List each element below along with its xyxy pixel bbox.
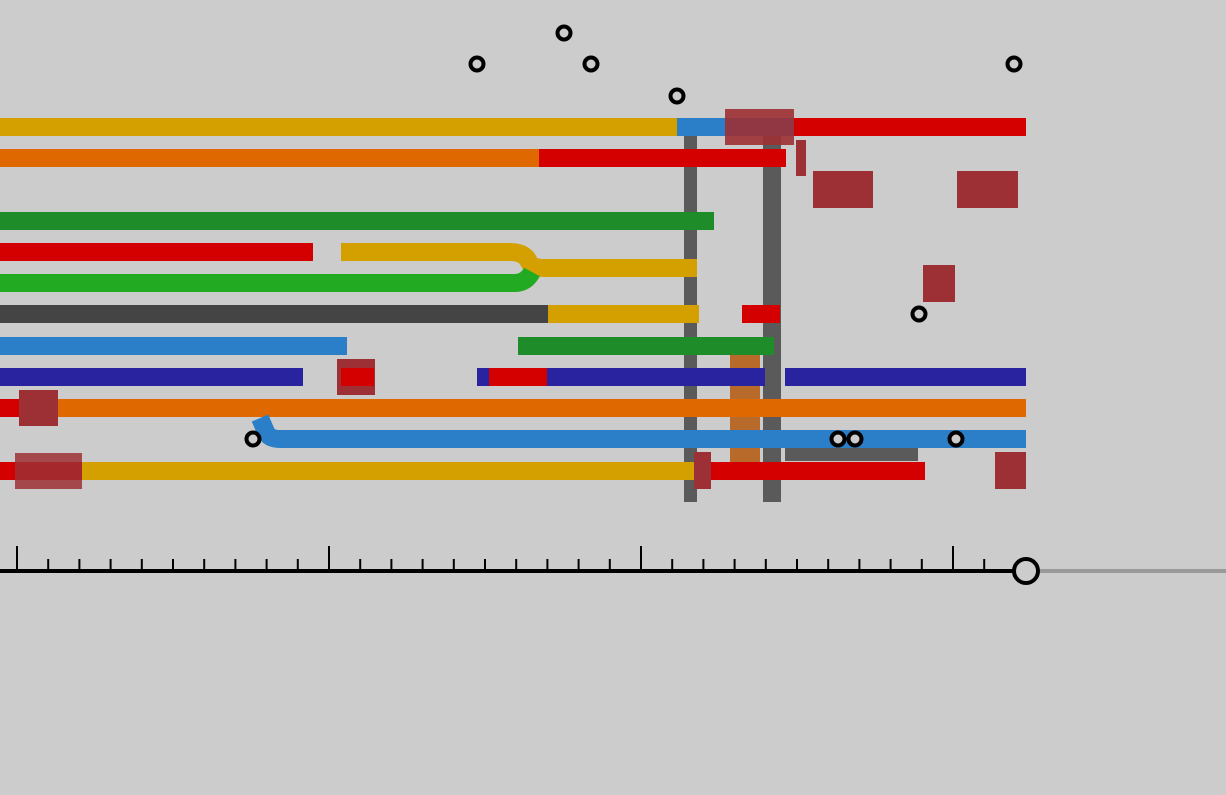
station-ring (468, 55, 486, 73)
line-segment-red (539, 149, 786, 167)
line-segment-green (0, 212, 714, 230)
station-ring (829, 430, 847, 448)
line-segment-red (0, 243, 313, 261)
line-segment-light-green (0, 267, 540, 292)
block-marker-red (341, 368, 374, 386)
timeline-playhead-handle[interactable] (1012, 557, 1040, 585)
timeline-ticks (16, 546, 986, 571)
line-segment-red (794, 118, 1026, 136)
line-segment-green (518, 337, 774, 355)
line-segment-yellow (548, 305, 699, 323)
station-markers (244, 24, 1023, 448)
station-ring (244, 430, 262, 448)
line-segment-navy (785, 368, 1026, 386)
line-segment-red-short (742, 305, 780, 323)
block-marker (725, 109, 794, 145)
station-ring (555, 24, 573, 42)
line-segment-navy (0, 368, 303, 386)
line-segment-navy (477, 368, 765, 386)
block-marker (19, 390, 58, 426)
line-segment-orange (37, 399, 1026, 417)
block-markers (15, 109, 1026, 489)
line-segment-blue (0, 337, 347, 355)
line-segment-yellow-branch (341, 243, 697, 277)
block-marker (957, 171, 1018, 208)
block-marker (923, 265, 955, 302)
line-segment-orange (0, 149, 539, 167)
block-marker (813, 171, 873, 208)
block-marker (15, 453, 82, 489)
timeline-axis (0, 546, 1226, 585)
block-marker (995, 452, 1026, 489)
station-ring (1005, 55, 1023, 73)
station-ring (947, 430, 965, 448)
line-segment-dark-gray (0, 305, 548, 323)
gray-short-bar (785, 447, 918, 461)
line-segment-red (696, 462, 925, 480)
line-segment-blue-long (251, 414, 1026, 448)
station-ring (846, 430, 864, 448)
station-ring (910, 305, 928, 323)
line-segment-red-short (489, 368, 547, 386)
station-ring (582, 55, 600, 73)
block-marker (694, 452, 711, 489)
block-marker (796, 140, 806, 176)
line-segment-yellow (82, 462, 696, 480)
station-ring (668, 87, 686, 105)
line-segment-yellow (0, 118, 677, 136)
